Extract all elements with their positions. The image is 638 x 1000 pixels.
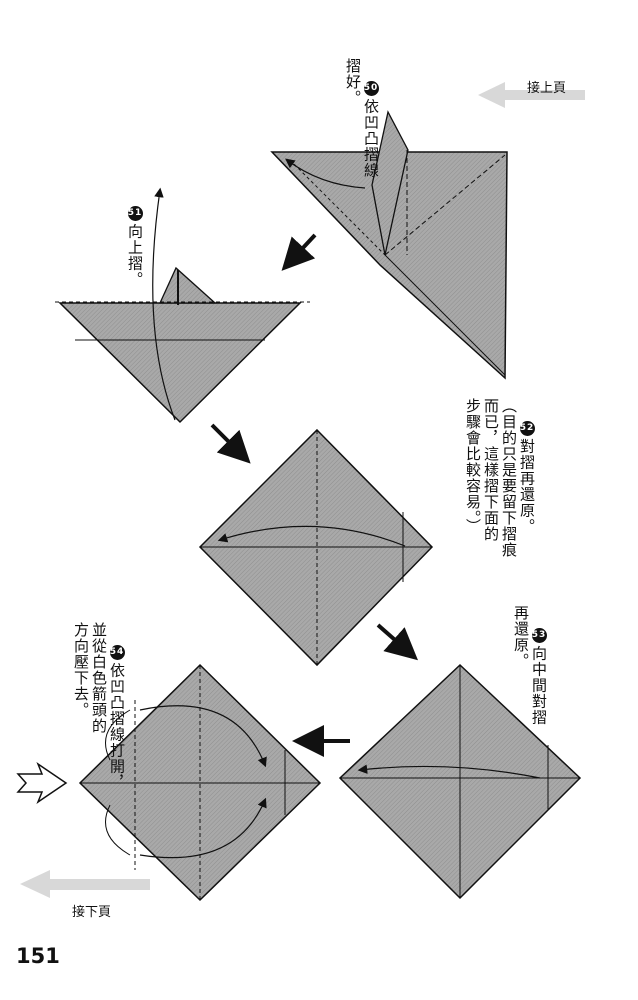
step-54-text: 依凹凸摺線打開， 並從白色箭頭的 方向壓下去。 [72,622,126,791]
step-51-figure [55,187,310,424]
flow-arrow [210,423,251,464]
step-53-text: 向中間對摺 再還原。 [512,605,548,726]
step-52-instruction: 52對摺再還原。 （目的只是要留下摺痕 而已，這樣摺下面的 步驟會比較容易。） [446,398,554,558]
white-push-arrow-icon [16,762,68,804]
step-53-figure [338,663,582,900]
prev-page-label: 接上頁 [527,81,567,96]
step-52-number: 52 [519,421,535,437]
step-50-text: 依凹凸摺線 摺好。 [344,58,380,179]
step-52-figure [198,428,434,667]
step-53-number: 53 [531,628,547,644]
step-51-text: 向上摺。 [126,223,144,288]
page-number: 151 [16,944,60,968]
step-54-number: 54 [109,645,125,661]
step-53-instruction: 53向中間對摺 再還原。 [494,605,566,725]
step-50-number: 50 [363,81,379,97]
flow-arrow [376,623,418,661]
prev-page-arrow-icon [478,82,585,108]
step-51-instruction: 51向上摺。 [108,183,162,287]
step-54-figure [78,663,322,902]
step-52-text: 對摺再還原。 （目的只是要留下摺痕 而已，這樣摺下面的 步驟會比較容易。） [464,398,536,558]
flow-arrow [281,233,317,271]
step-50-instruction: 50依凹凸摺線 摺好。 [326,58,398,178]
step-51-number: 51 [127,206,143,222]
step-50-figure [270,110,508,380]
step-54-instruction: 54依凹凸摺線打開， 並從白色箭頭的 方向壓下去。 [54,622,144,790]
next-page-label: 接下頁 [72,905,112,920]
next-page-arrow-icon [20,870,150,898]
